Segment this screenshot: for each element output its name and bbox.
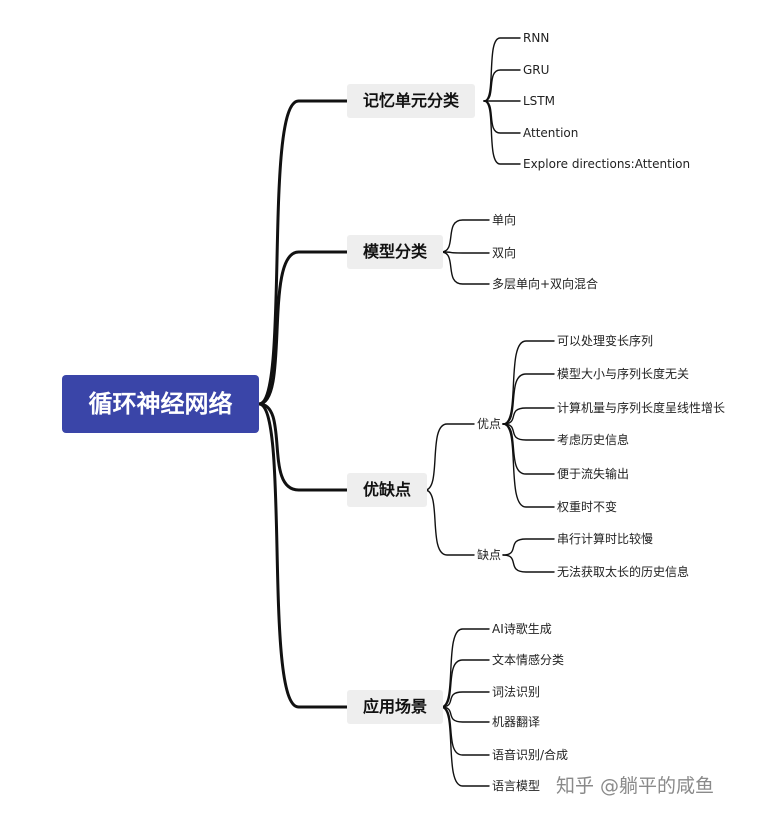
leaf-sentiment: 文本情感分类 bbox=[492, 653, 565, 667]
leaf-pro-streaming: 便于流失输出 bbox=[557, 467, 630, 481]
model-connector-1 bbox=[440, 251, 490, 254]
model-connector-0 bbox=[440, 219, 490, 253]
leaf-con-serial-slow: 串行计算时比较慢 bbox=[557, 532, 654, 546]
root-connector-0 bbox=[257, 99, 349, 406]
branch-memory-unit: 记忆单元分类 bbox=[347, 84, 476, 118]
leaf-explore-directions: Explore directions:Attention bbox=[523, 157, 691, 171]
leaf-unidirectional: 单向 bbox=[492, 213, 517, 227]
root-connector-2 bbox=[257, 402, 349, 492]
branch-model-type: 模型分类 bbox=[347, 235, 444, 269]
cons-connector-0 bbox=[502, 538, 555, 556]
root-connector-1 bbox=[257, 250, 349, 406]
leaf-speech: 语音识别/合成 bbox=[492, 748, 569, 762]
memory-connector-4 bbox=[483, 100, 521, 165]
leaf-pro-history: 考虑历史信息 bbox=[557, 433, 630, 447]
app-connector-0 bbox=[440, 628, 490, 708]
memory-connector-0 bbox=[483, 37, 521, 102]
app-connector-5 bbox=[440, 706, 490, 787]
memory-connector-3 bbox=[483, 100, 521, 134]
root-connector-3 bbox=[257, 402, 349, 709]
branch-applications: 应用场景 bbox=[347, 690, 444, 724]
proscons-connector-1 bbox=[424, 489, 475, 556]
leaf-pro-variable-length: 可以处理变长序列 bbox=[557, 334, 654, 348]
leaf-pro-time-invariant: 权重时不变 bbox=[557, 500, 618, 514]
proscons-connector-0 bbox=[424, 423, 475, 491]
branch-pros-cons: 优缺点 bbox=[347, 473, 428, 507]
cons-connector-1 bbox=[502, 554, 555, 573]
model-connector-2 bbox=[440, 251, 490, 285]
leaf-rnn: RNN bbox=[523, 31, 550, 45]
sub-pros: 优点 bbox=[477, 417, 502, 431]
pros-connector-5 bbox=[502, 423, 555, 508]
leaf-gru: GRU bbox=[523, 63, 550, 77]
app-connector-1 bbox=[440, 659, 490, 708]
leaf-attention: Attention bbox=[523, 126, 579, 140]
leaf-lstm: LSTM bbox=[523, 94, 555, 108]
leaf-translation: 机器翻译 bbox=[492, 715, 541, 729]
app-connector-2 bbox=[440, 691, 490, 708]
leaf-con-long-history: 无法获取太长的历史信息 bbox=[557, 565, 690, 579]
leaf-pro-size-independent: 模型大小与序列长度无关 bbox=[557, 367, 690, 381]
root-node: 循环神经网络 bbox=[62, 375, 259, 433]
leaf-lexical: 词法识别 bbox=[492, 685, 541, 699]
memory-connector-1 bbox=[483, 69, 521, 102]
pros-connector-2 bbox=[502, 407, 555, 425]
leaf-bidirectional: 双向 bbox=[492, 246, 517, 260]
pros-connector-0 bbox=[502, 340, 555, 425]
watermark: 知乎 @躺平的咸鱼 bbox=[556, 775, 715, 797]
leaf-multilayer-mixed: 多层单向+双向混合 bbox=[492, 277, 599, 291]
leaf-language-model: 语言模型 bbox=[492, 779, 541, 793]
leaf-ai-poetry: AI诗歌生成 bbox=[492, 622, 552, 636]
pros-connector-1 bbox=[502, 373, 555, 425]
leaf-pro-linear-compute: 计算机量与序列长度呈线性增长 bbox=[557, 401, 726, 415]
sub-cons: 缺点 bbox=[477, 548, 502, 562]
